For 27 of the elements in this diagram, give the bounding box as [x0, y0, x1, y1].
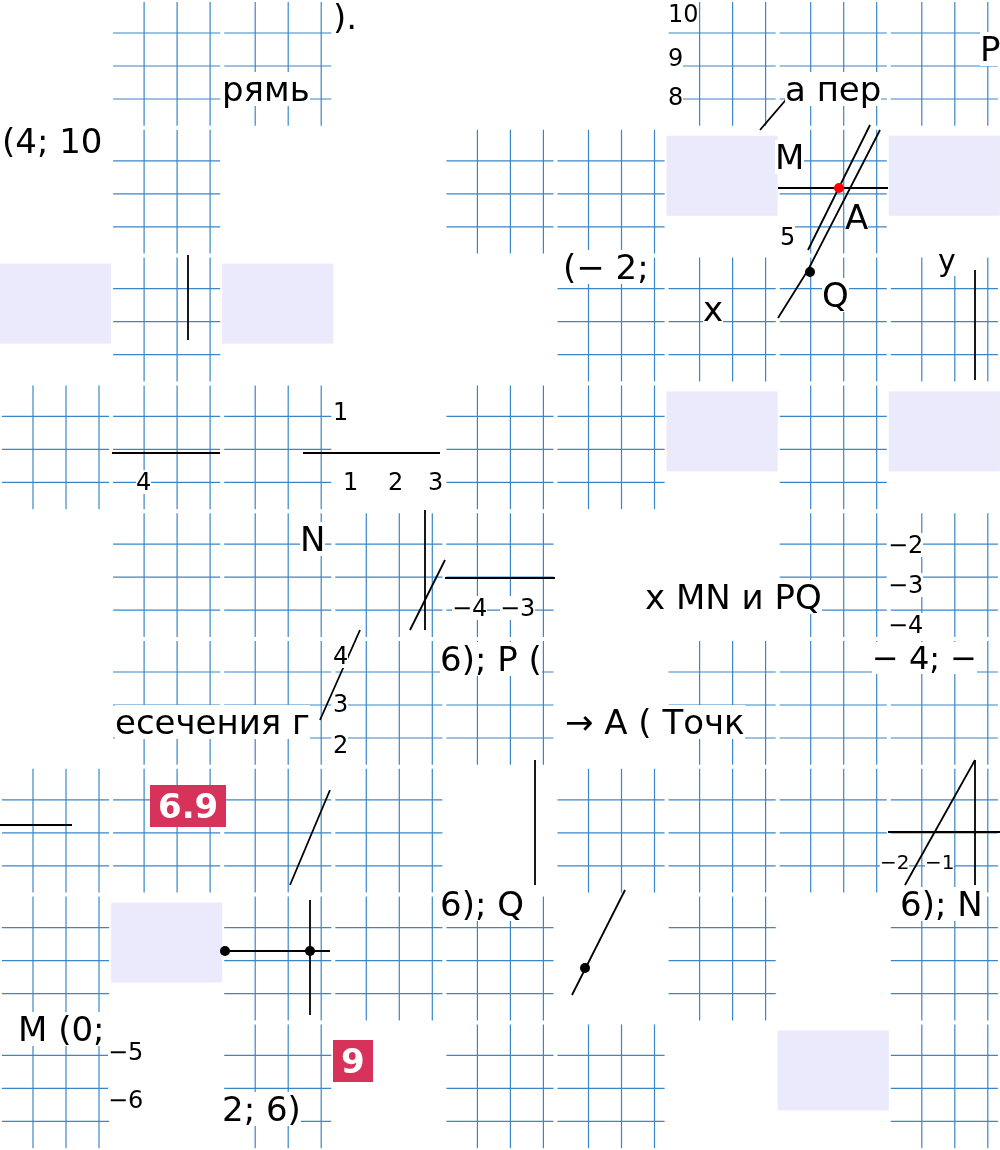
text-fragment: есечения г: [115, 705, 310, 739]
axis-number: −2: [888, 533, 924, 557]
point-label: Q: [822, 278, 849, 312]
text-fragment: 6); N: [900, 887, 983, 921]
text-fragment: рямь: [222, 72, 310, 106]
axis-number: −4: [888, 613, 924, 637]
text-fragment: 6); P (: [440, 642, 542, 676]
text-fragment: → A ( Точк: [565, 705, 745, 739]
axis-number: −3: [888, 573, 924, 597]
axis-number: −2: [880, 852, 910, 872]
point-label: N: [300, 522, 326, 556]
axis-number: 9: [668, 46, 684, 70]
text-fragment: а пер: [785, 72, 882, 106]
text-fragment: х MN и PQ: [645, 580, 822, 614]
axis-number: 4: [136, 470, 152, 494]
axis-number: −4: [452, 596, 488, 620]
point-label: M: [775, 140, 805, 174]
exercise-number-badge: 9: [333, 1040, 373, 1082]
text-fragment: 6); Q: [440, 887, 524, 921]
text-fragment: − 4; −: [872, 642, 978, 674]
axis-number: −1: [925, 852, 955, 872]
text-fragment: (4; 10: [2, 124, 103, 158]
axis-number: −3: [500, 596, 536, 620]
point-label: P: [980, 32, 1000, 66]
exercise-number-badge: 6.9: [150, 785, 227, 827]
axis-number: 4: [333, 644, 349, 668]
text-fragment: 2; 6): [222, 1092, 301, 1126]
